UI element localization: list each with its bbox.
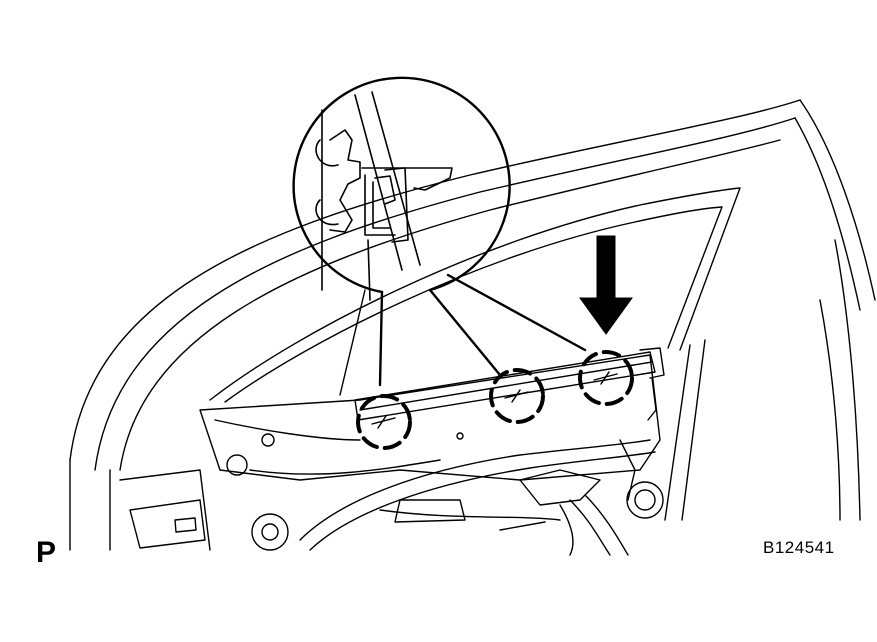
clip-marker-right (578, 350, 634, 406)
figure-id-label: B124541 (763, 538, 835, 557)
clip-detail-view (315, 91, 453, 301)
arrow-down-icon (579, 235, 633, 335)
magnifier-callout (292, 76, 587, 387)
door-inner-panel (119, 354, 664, 556)
view-code-label: P (36, 536, 57, 569)
window-frame (209, 187, 741, 521)
clip-marker-middle (489, 368, 545, 424)
car-body-outline (69, 99, 876, 551)
clip-locations (356, 350, 634, 450)
belt-moulding (354, 347, 665, 421)
clip-marker-left (356, 394, 412, 450)
